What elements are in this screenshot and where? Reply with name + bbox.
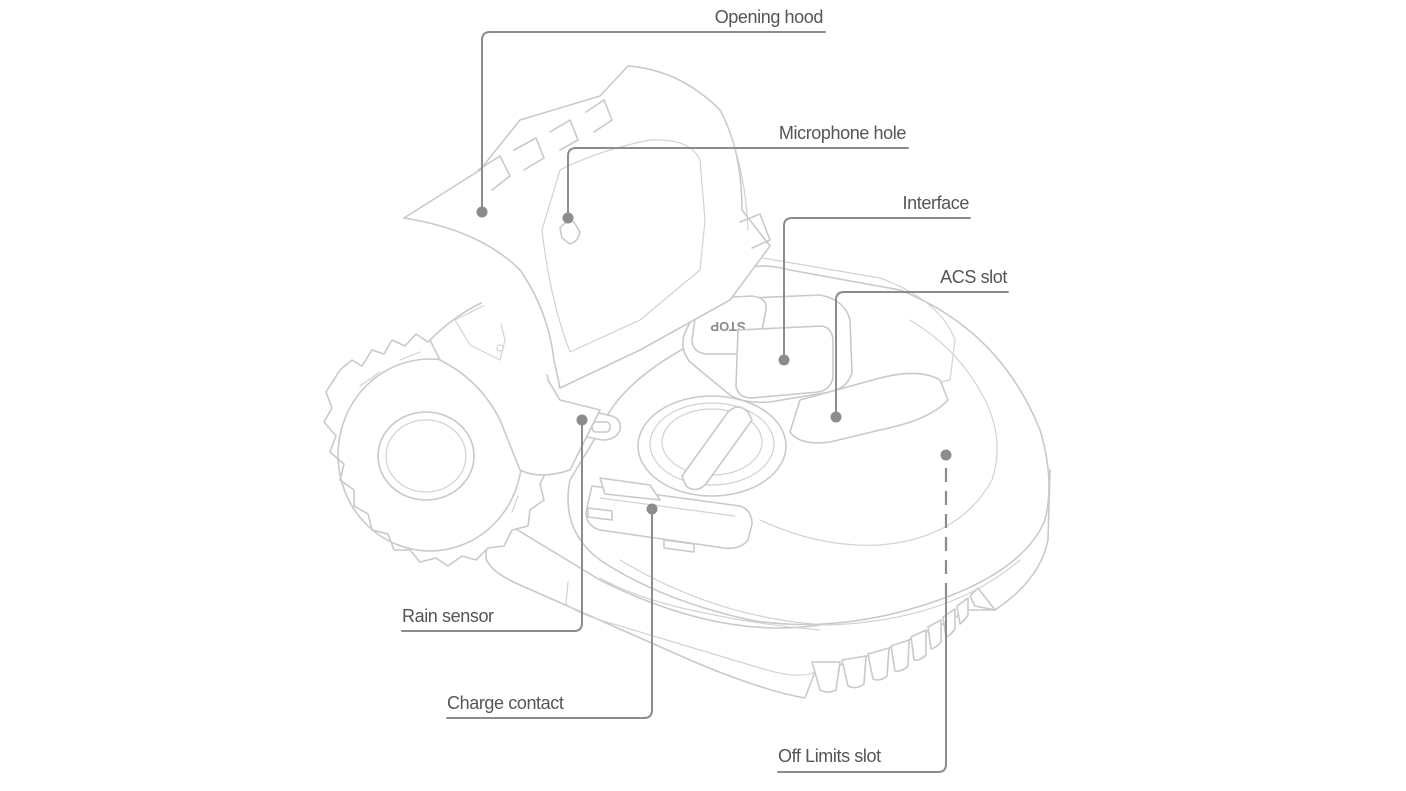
leader-charge-contact <box>446 508 653 719</box>
dot-off-limits-slot <box>940 449 952 461</box>
rain-sensor-pads <box>591 421 611 433</box>
dot-rain-sensor <box>576 414 588 426</box>
label-microphone-hole: Microphone hole <box>779 123 906 143</box>
stop-button-text: STOP <box>710 319 745 334</box>
leader-acs-slot <box>835 291 1009 418</box>
leader-microphone-hole <box>567 147 909 219</box>
chassis-skirt-inner-2 <box>599 577 821 631</box>
label-opening-hood: Opening hood <box>715 7 823 27</box>
body-upper-contour <box>759 319 998 546</box>
label-charge-contact: Charge contact <box>447 693 564 713</box>
dot-interface <box>778 354 790 366</box>
label-rain-sensor: Rain sensor <box>402 606 494 626</box>
height-knob <box>637 395 787 497</box>
chassis-skirt <box>485 469 1051 699</box>
dot-charge-contact <box>646 503 658 515</box>
dot-microphone-hole <box>562 212 574 224</box>
screw-2 <box>496 344 504 352</box>
callout-labels: Opening hood Microphone hole Interface A… <box>402 7 1008 766</box>
label-interface: Interface <box>903 193 970 213</box>
dot-opening-hood <box>476 206 488 218</box>
body-lower-contour <box>619 559 1021 626</box>
chassis-skirt-inner <box>565 581 816 676</box>
label-acs-slot: ACS slot <box>940 267 1007 287</box>
charge-contact-bracket <box>585 477 753 553</box>
side-body-panel <box>429 289 601 476</box>
acs-slot-housing <box>789 372 949 444</box>
leader-off-limits <box>777 597 947 773</box>
leader-rain-sensor <box>401 419 583 632</box>
dot-acs-slot <box>830 411 842 423</box>
label-off-limits-slot: Off Limits slot <box>778 746 881 766</box>
leader-opening-hood <box>481 31 826 213</box>
leader-lines <box>401 31 1009 773</box>
front-vents <box>811 587 996 693</box>
leader-interface <box>783 217 971 361</box>
opening-hood-shell <box>403 65 771 389</box>
mower-illustration: STOP <box>323 65 1051 699</box>
